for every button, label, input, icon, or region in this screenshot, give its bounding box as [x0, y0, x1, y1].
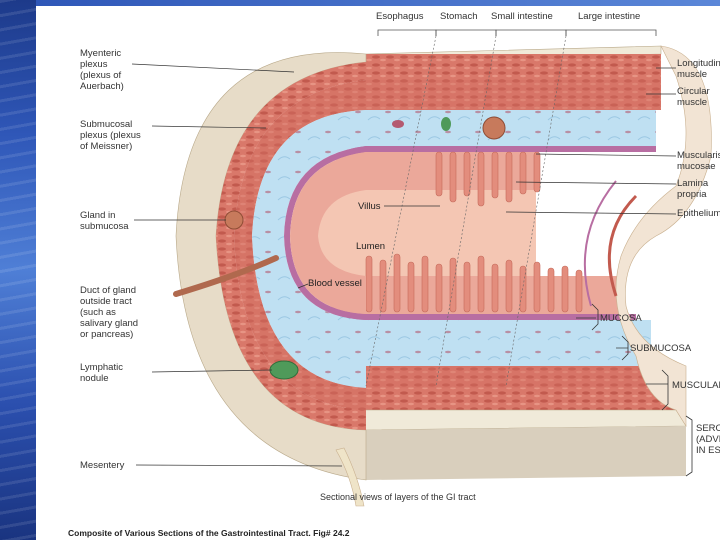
muscularis-mucosae-bottom — [331, 314, 636, 320]
region-small-intestine: Small intestine — [491, 11, 553, 22]
curved-mucosa — [290, 152, 366, 314]
muscularis-mucosae-top — [351, 146, 656, 152]
label-mesentery: Mesentery — [80, 460, 125, 471]
label-mucosa: MUCOSA — [600, 313, 642, 324]
longitudinal-muscle-top — [366, 54, 661, 80]
slide-background-strip — [0, 0, 36, 540]
label-lamina-propria: Lamina propria — [677, 178, 711, 200]
label-lumen: Lumen — [356, 241, 385, 252]
right-leader-lines — [505, 67, 677, 385]
region-stomach: Stomach — [440, 11, 478, 22]
gland-duct — [173, 255, 279, 297]
region-large-intestine: Large intestine — [578, 11, 640, 22]
cut-face-bottom — [366, 426, 686, 480]
lymphatic-nodule — [269, 360, 299, 380]
label-lymphatic-nodule: Lymphatic nodule — [80, 362, 126, 384]
left-leader-lines — [131, 63, 343, 467]
curved-longitudinal-muscle — [216, 62, 366, 430]
label-gland-in-submucosa: Gland in submucosa — [80, 210, 129, 232]
villi-lower — [365, 253, 583, 313]
label-muscularis: MUSCULARIS — [672, 380, 720, 391]
label-blood-vessel: Blood vessel — [308, 278, 362, 289]
slide-top-strip — [36, 0, 720, 6]
label-muscularis-mucosae: Muscularis mucosae — [677, 150, 720, 172]
submucosa-bottom — [336, 320, 651, 366]
label-duct-of-gland: Duct of gland outside tract (such as sal… — [80, 285, 141, 340]
mesentery — [335, 447, 365, 507]
region-esophagus: Esophagus — [376, 11, 424, 22]
label-villus: Villus — [358, 201, 381, 212]
label-longitudinal-muscle: Longitudinal muscle — [677, 58, 720, 80]
label-submucosa: SUBMUCOSA — [630, 343, 692, 354]
label-epithelium: Epithelium — [677, 208, 720, 219]
submucosa-top — [356, 110, 656, 146]
mucosa-bottom — [331, 276, 621, 314]
label-submucosal-plexus: Submucosal plexus (plexus of Meissner) — [80, 119, 143, 152]
region-dividers — [365, 35, 567, 387]
figure-caption: Composite of Various Sections of the Gas… — [68, 528, 350, 538]
layer-brackets — [591, 303, 693, 477]
longitudinal-muscle-bottom — [346, 388, 676, 410]
curved-submucosa — [252, 110, 366, 388]
right-cut-face — [615, 45, 712, 428]
submucosal-gland — [224, 210, 244, 230]
region-brackets — [377, 29, 657, 36]
label-circular-muscle: Circular muscle — [677, 86, 712, 108]
gi-tract-diagram: Esophagus Stomach Small intestine Large … — [80, 11, 720, 507]
diagram-subtitle: Sectional views of layers of the GI trac… — [320, 492, 476, 502]
label-serosa: SEROSA (ADVENTITIA IN ESOPHAGUS) — [696, 423, 720, 456]
label-myenteric-plexus: Myenteric plexus (plexus of Auerbach) — [80, 48, 124, 92]
lumen — [306, 190, 536, 276]
gland-straight — [482, 116, 506, 140]
